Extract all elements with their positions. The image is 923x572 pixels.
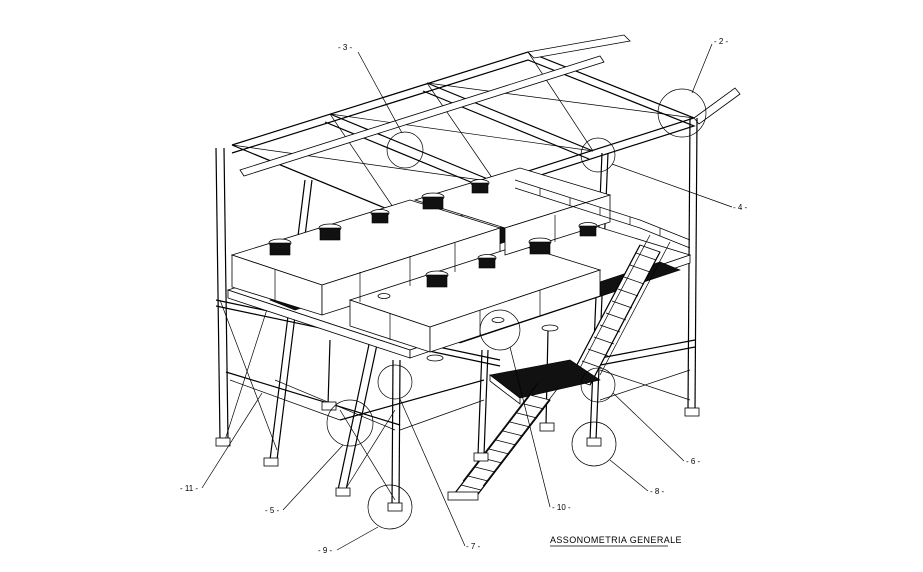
detail-circle-8 <box>571 421 617 467</box>
staircase-lower <box>454 382 559 499</box>
detail-circle-7 <box>377 364 413 400</box>
callout-3: - 3 - <box>338 43 353 52</box>
callout-11: - 11 - <box>180 484 198 493</box>
detail-circle-6 <box>580 367 616 403</box>
callout-5: - 5 - <box>265 506 280 515</box>
detail-circle-4 <box>580 137 616 173</box>
detail-circle-10 <box>479 309 521 351</box>
detail-circle-3 <box>386 131 424 169</box>
base-plates <box>215 401 700 512</box>
tank-platform <box>226 167 692 362</box>
callout-10: - 10 - <box>552 503 571 512</box>
roof-frame <box>231 34 741 222</box>
callout-9: - 9 - <box>318 546 333 555</box>
drawing-title: ASSONOMETRIA GENERALE <box>550 535 682 545</box>
callout-labels: - 2 - - 3 - - 4 - - 5 - - 6 - - 7 - - 8 … <box>180 37 748 555</box>
detail-circle-9 <box>367 484 413 530</box>
detail-circle-5 <box>326 399 374 447</box>
callout-2: - 2 - <box>714 37 729 46</box>
callout-7: - 7 - <box>466 542 481 551</box>
callout-6: - 6 - <box>686 457 701 466</box>
tank-hatches <box>268 179 598 362</box>
leader-lines <box>201 43 733 551</box>
detail-circle-2 <box>657 88 707 138</box>
callout-4: - 4 - <box>733 203 748 212</box>
callout-8: - 8 - <box>650 487 665 496</box>
staircase-landing <box>489 359 601 405</box>
detail-circles <box>326 88 707 530</box>
staircase-upper <box>569 234 671 386</box>
